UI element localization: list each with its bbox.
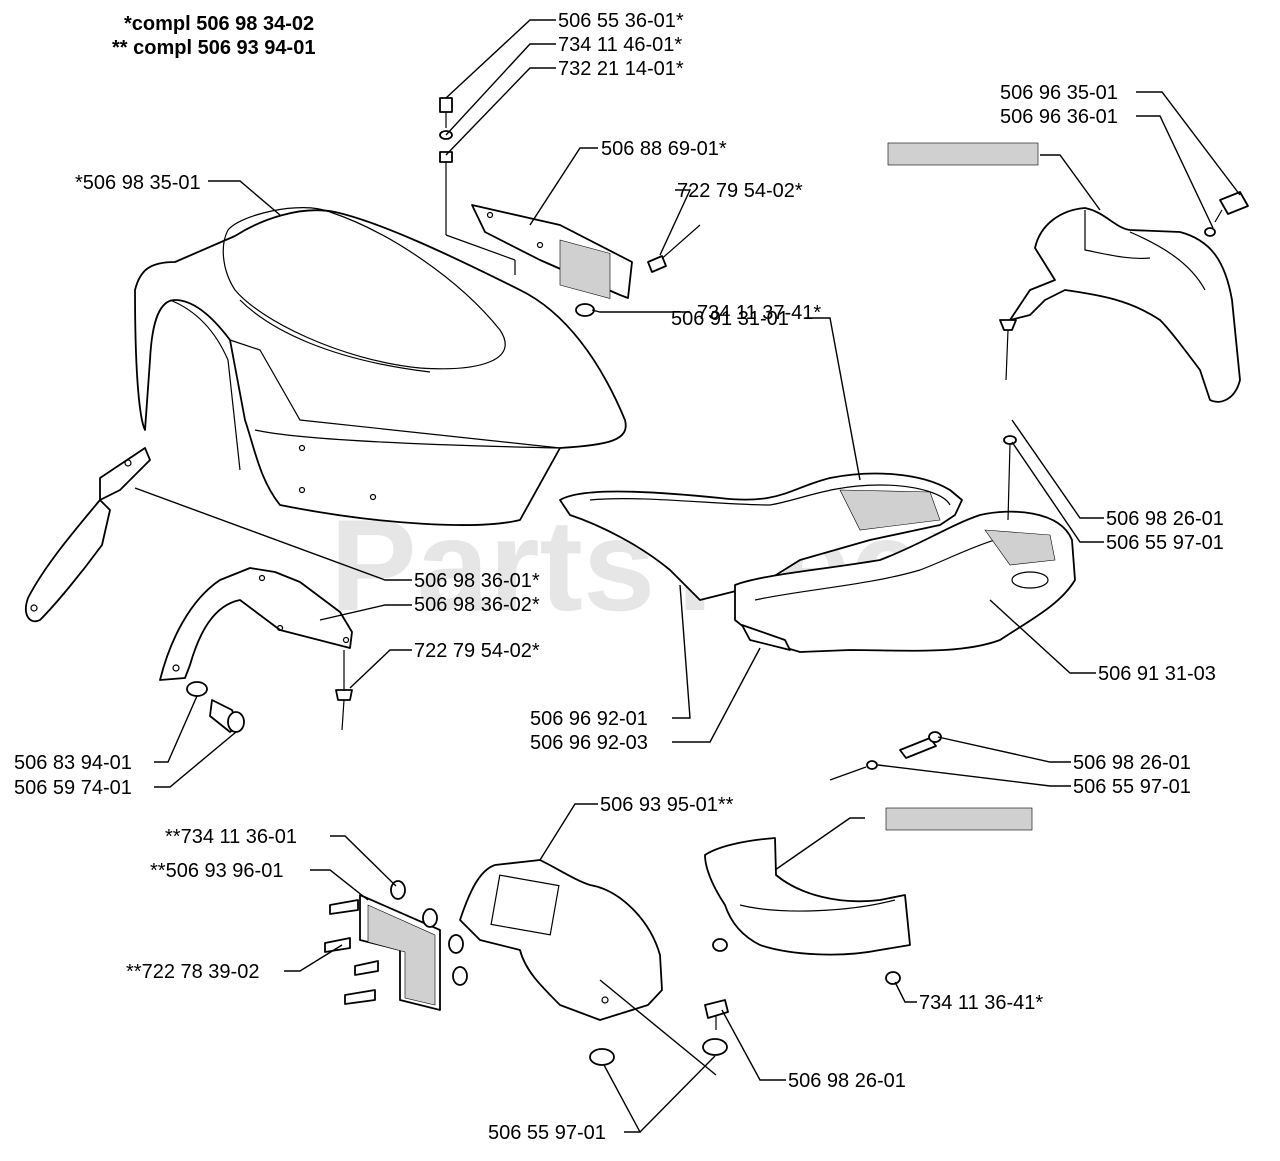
part-label-506963601: 506 96 36-01 bbox=[1000, 106, 1118, 128]
part-label-506963501: 506 96 35-01 bbox=[1000, 82, 1118, 104]
part-label-506559701-upper: 506 55 97-01 bbox=[1106, 532, 1224, 554]
pin-lower-left bbox=[335, 650, 353, 731]
part-label-506982601-upper: 506 98 26-01 bbox=[1106, 508, 1224, 530]
label-plate-upper bbox=[887, 142, 1039, 166]
hood-part bbox=[134, 207, 627, 526]
part-label-506597401: 506 59 74-01 bbox=[14, 777, 132, 799]
part-label-722795402-lower: 722 79 54-02* bbox=[414, 640, 540, 662]
part-label-506983602: 506 98 36-02* bbox=[414, 594, 540, 616]
part-label-734114601: 734 11 46-01* bbox=[558, 34, 682, 56]
part-label-506839401: 506 83 94-01 bbox=[14, 752, 132, 774]
grille-plate-lower-left bbox=[359, 894, 441, 1011]
pin-plate bbox=[647, 224, 701, 273]
part-label-506983601: 506 98 36-01* bbox=[414, 570, 540, 592]
part-label-506969203: 506 96 92-03 bbox=[530, 732, 648, 754]
lower-right-cover bbox=[704, 837, 911, 956]
part-label-506913103: 506 91 31-03 bbox=[1098, 663, 1216, 685]
label-plate-lower bbox=[885, 807, 1033, 831]
control-plate bbox=[471, 204, 633, 299]
part-label-506982601-mid: 506 98 26-01 bbox=[1073, 752, 1191, 774]
side-bracket-center bbox=[159, 567, 353, 681]
top-fasteners bbox=[439, 97, 516, 275]
part-label-506983501: *506 98 35-01 bbox=[75, 172, 201, 194]
part-label-506886901: 506 88 69-01* bbox=[601, 138, 727, 160]
upper-right-cover bbox=[1009, 207, 1241, 403]
part-label-506559701-mid: 506 55 97-01 bbox=[1073, 776, 1191, 798]
screw-mid-right bbox=[829, 731, 942, 781]
part-label-506939501: 506 93 95-01** bbox=[600, 794, 734, 816]
leader-lines bbox=[134, 19, 1241, 1133]
nut-plate bbox=[575, 303, 595, 317]
part-label-506553601: 506 55 36-01* bbox=[558, 10, 684, 32]
side-bracket-left bbox=[25, 447, 151, 623]
bolt-washer-lower-left bbox=[186, 681, 245, 733]
seat-tray-upper bbox=[559, 472, 963, 601]
screw-seat-right bbox=[999, 319, 1017, 521]
part-label-506913101: 506 91 31-01 bbox=[671, 308, 789, 330]
bolt-bottom-center bbox=[589, 999, 729, 1066]
part-label-506982601-lower: 506 98 26-01 bbox=[788, 1070, 906, 1092]
part-label-722795402-upper: 722 79 54-02* bbox=[677, 180, 803, 202]
part-label-506939601: **506 93 96-01 bbox=[150, 860, 283, 882]
part-label-722783902: **722 78 39-02 bbox=[126, 961, 259, 983]
screw-upper-right bbox=[1204, 191, 1249, 237]
nut-lower-right-b bbox=[885, 971, 901, 985]
part-label-506559701-lower: 506 55 97-01 bbox=[488, 1122, 606, 1144]
part-label-506969201: 506 96 92-01 bbox=[530, 708, 648, 730]
part-label-734113601: **734 11 36-01 bbox=[165, 826, 297, 848]
header-compl-2: ** compl 506 93 94-01 bbox=[112, 37, 315, 59]
part-label-734113741: 734 11 37-41* bbox=[697, 302, 821, 324]
part-label-734113641: 734 11 36-41* bbox=[919, 992, 1043, 1014]
seat-bracket bbox=[741, 624, 791, 651]
header-compl-1: *compl 506 98 34-02 bbox=[124, 13, 314, 35]
nut-lower-right-a bbox=[712, 938, 728, 952]
lower-center-cover bbox=[459, 859, 663, 1021]
part-label-732211401: 732 21 14-01* bbox=[558, 58, 684, 80]
push-pins-lower-left bbox=[324, 899, 379, 1005]
seat-tray-lower bbox=[734, 510, 1076, 653]
